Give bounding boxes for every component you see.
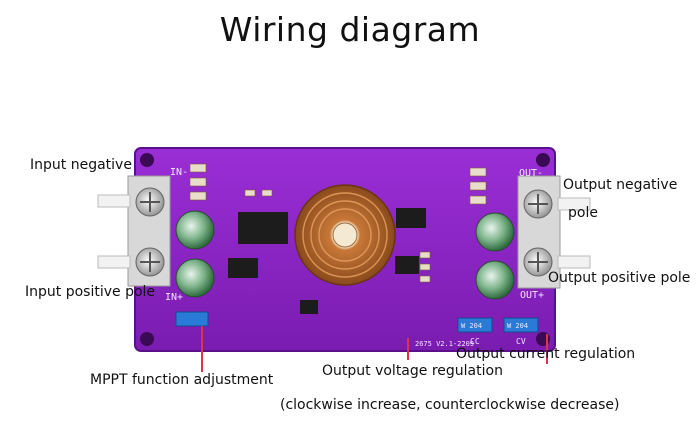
silk-cv: CV <box>516 337 526 346</box>
label-input-positive: Input positive pole <box>25 284 156 300</box>
label-output-positive: Output positive pole <box>548 270 691 286</box>
voltage-leader-line <box>407 338 409 360</box>
input-positive-wire <box>97 255 131 269</box>
mppt-leader-line <box>201 326 203 372</box>
mppt-potentiometer <box>175 311 209 327</box>
label-input-negative: Input negative <box>30 157 132 173</box>
ic-chip <box>300 300 318 314</box>
silk-version: 2675 V2.1-2209 <box>415 340 474 348</box>
mount-hole <box>536 153 550 167</box>
mount-hole <box>140 153 154 167</box>
silk-in-neg: IN- <box>170 167 188 178</box>
output-capacitor <box>475 260 515 300</box>
label-mppt: MPPT function adjustment <box>90 372 274 388</box>
toroid-windings <box>302 192 388 278</box>
ic-chip <box>395 256 419 274</box>
smd-components <box>189 163 487 283</box>
adjustment-note: (clockwise increase, counterclockwise de… <box>280 397 620 413</box>
label-output-negative: Output negative <box>563 177 678 193</box>
input-capacitor <box>175 258 215 298</box>
silk-out-neg: OUT- <box>519 168 543 179</box>
ic-chip <box>238 212 288 244</box>
label-output-negative-pole: pole <box>568 205 598 221</box>
ic-chip <box>396 208 426 228</box>
label-current-regulation: Output current regulation <box>456 346 636 362</box>
cc-potentiometer <box>503 317 539 333</box>
silk-pot-cc: W 204 <box>507 322 528 330</box>
ic-chip <box>228 258 258 278</box>
mount-hole <box>140 332 154 346</box>
output-negative-wire <box>557 197 591 211</box>
input-negative-wire <box>97 194 131 208</box>
output-positive-wire <box>557 255 591 269</box>
output-capacitor <box>475 212 515 252</box>
diagram-title: Wiring diagram <box>219 10 481 49</box>
current-leader-line <box>546 334 548 364</box>
silk-in-pos: IN+ <box>165 292 183 303</box>
label-voltage-regulation: Output voltage regulation <box>322 363 503 379</box>
silk-out-pos: OUT+ <box>520 290 544 301</box>
input-capacitor <box>175 210 215 250</box>
silk-pot-cv: W 204 <box>461 322 482 330</box>
silk-cc: CC <box>470 337 480 346</box>
cv-potentiometer <box>457 317 493 333</box>
